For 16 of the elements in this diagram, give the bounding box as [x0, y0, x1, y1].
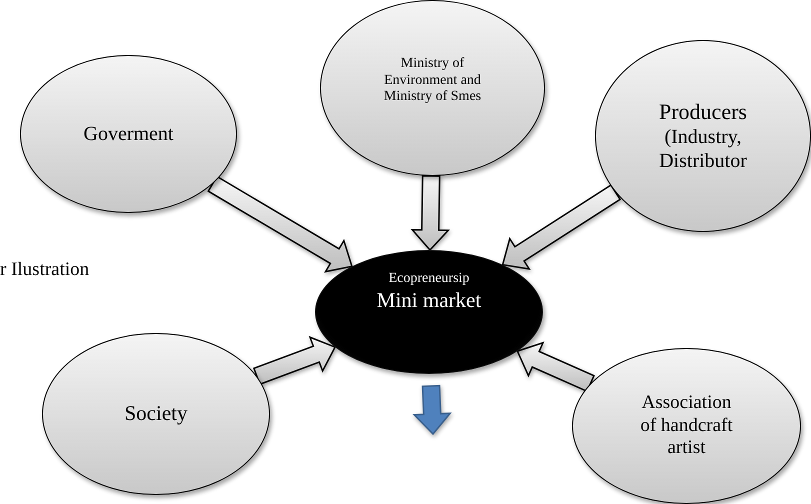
node-text: Association of handcraft artist — [639, 392, 734, 460]
node-text: Producers — [659, 98, 747, 126]
center-ellipse-node — [315, 250, 543, 374]
block-arrow — [412, 384, 452, 436]
block-arrow — [252, 336, 336, 386]
node-text: (Industry, Distributor — [658, 125, 748, 174]
block-arrow — [502, 184, 622, 270]
node-text: Ecopreneursip — [388, 271, 470, 288]
node-text: Society — [124, 401, 188, 427]
block-arrow — [410, 175, 450, 252]
note-text: r Ilustration — [0, 259, 90, 281]
block-arrow — [207, 176, 353, 273]
node-text: Ministry of Environment and Ministry of Smes — [383, 56, 482, 106]
node-text: Goverment — [84, 122, 174, 146]
node-text: Mini market — [376, 288, 482, 313]
block-arrow — [516, 342, 595, 392]
